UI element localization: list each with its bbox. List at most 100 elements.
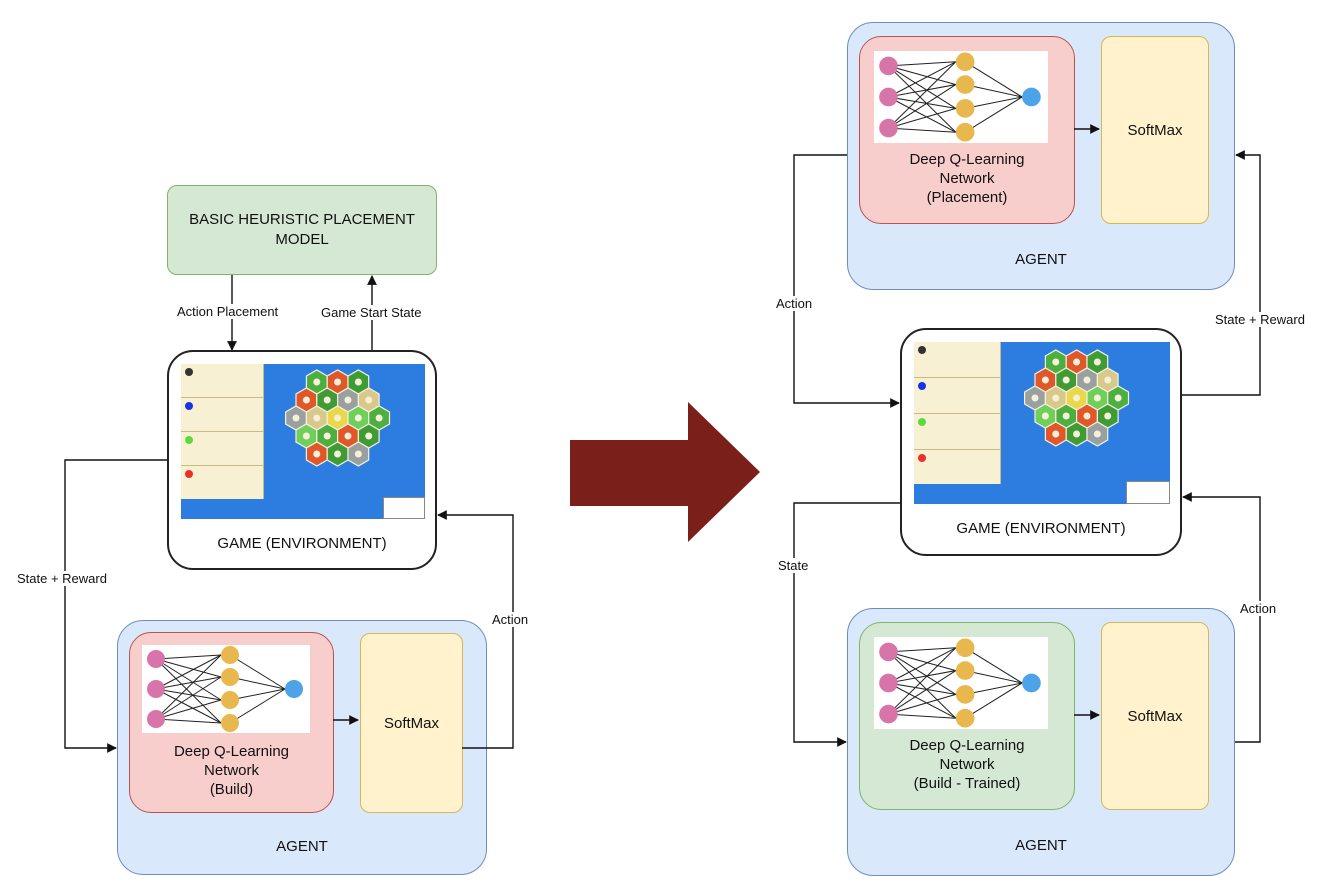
label-action-placement: Action Placement (175, 304, 281, 319)
number-token (344, 432, 352, 440)
right-game-screenshot (914, 342, 1170, 504)
dqn-line-3: (Build - Trained) (913, 775, 1021, 792)
number-token (1093, 358, 1101, 366)
number-token (334, 450, 342, 458)
hidden-node (955, 708, 975, 728)
hidden-node (221, 691, 239, 709)
output-node (1022, 673, 1041, 693)
number-token (302, 432, 310, 440)
softmax-label: SoftMax (1127, 707, 1183, 725)
number-token (1114, 394, 1122, 402)
output-node (285, 680, 303, 698)
dqn-line-3: (Build) (209, 781, 254, 798)
number-token (1052, 358, 1060, 366)
label-left-action: Action (490, 612, 531, 627)
number-token (1031, 394, 1039, 402)
number-token (354, 450, 362, 458)
left-game-screenshot (181, 364, 425, 519)
dice-icon (383, 497, 425, 519)
player-panel (181, 364, 264, 499)
right-bottom-agent-label: AGENT (1015, 837, 1067, 854)
number-token (1073, 394, 1081, 402)
hidden-node (955, 99, 975, 118)
right-top-softmax: SoftMax (1101, 36, 1209, 224)
input-node (879, 87, 898, 107)
label-game-start-state: Game Start State (319, 305, 424, 320)
player-panel (914, 342, 1001, 484)
number-token (292, 414, 300, 422)
heuristic-placement-model: BASIC HEURISTIC PLACEMENT MODEL (167, 185, 437, 275)
label-bottom-state: State (776, 558, 811, 573)
label-top-action: Action (774, 296, 815, 311)
label-left-state-reward: State + Reward (15, 571, 109, 586)
number-token (334, 414, 342, 422)
heuristic-label: BASIC HEURISTIC PLACEMENT MODEL (189, 211, 415, 248)
big-right-arrow-icon (570, 402, 760, 542)
right-bottom-dqn-label: Deep Q-Learning Network (Build - Trained… (860, 736, 1074, 793)
neural-network-icon (874, 637, 1048, 729)
hidden-node (955, 685, 975, 704)
number-token (1052, 394, 1060, 402)
hidden-node (955, 122, 975, 142)
hidden-node (221, 714, 239, 732)
dqn-line-2: Network (939, 756, 995, 773)
softmax-label: SoftMax (1127, 121, 1183, 139)
hidden-node (955, 638, 975, 658)
label-bottom-action: Action (1238, 601, 1279, 616)
left-game-label: GAME (ENVIRONMENT) (217, 535, 387, 552)
input-node (147, 650, 165, 668)
number-token (1073, 358, 1081, 366)
input-node (879, 642, 898, 662)
left-softmax: SoftMax (360, 633, 463, 813)
number-token (334, 378, 342, 386)
left-dqn-build: Deep Q-Learning Network (Build) (129, 632, 334, 813)
number-token (365, 432, 373, 440)
number-token (1041, 376, 1049, 384)
right-top-agent: Deep Q-Learning Network (Placement) Soft… (847, 22, 1235, 290)
left-game-environment: GAME (ENVIRONMENT) (167, 350, 437, 570)
number-token (323, 432, 331, 440)
left-dqn-label: Deep Q-Learning Network (Build) (130, 742, 333, 799)
number-token (1083, 412, 1091, 420)
number-token (1104, 412, 1112, 420)
number-token (1052, 430, 1060, 438)
dqn-line-1: Deep Q-Learning (909, 151, 1025, 168)
number-token (1104, 376, 1112, 384)
number-token (313, 378, 321, 386)
right-bottom-softmax: SoftMax (1101, 622, 1209, 810)
number-token (1062, 412, 1070, 420)
left-agent-label: AGENT (276, 838, 328, 855)
number-token (365, 396, 373, 404)
right-dqn-build-trained: Deep Q-Learning Network (Build - Trained… (859, 622, 1075, 810)
label-top-state-reward: State + Reward (1213, 312, 1307, 327)
right-game-environment: GAME (ENVIRONMENT) (900, 328, 1182, 556)
number-token (354, 414, 362, 422)
output-node (1022, 87, 1041, 107)
input-node (147, 680, 165, 698)
number-token (1041, 412, 1049, 420)
hidden-node (955, 661, 975, 680)
catan-board-icon (1024, 349, 1130, 447)
softmax-label: SoftMax (383, 714, 440, 732)
input-node (147, 710, 165, 728)
number-token (1093, 430, 1101, 438)
number-token (1093, 394, 1101, 402)
hidden-node (955, 75, 975, 94)
input-node (879, 56, 898, 76)
neural-network-icon (142, 645, 310, 733)
number-token (302, 396, 310, 404)
right-dqn-placement: Deep Q-Learning Network (Placement) (859, 36, 1075, 224)
hidden-node (955, 52, 975, 72)
right-top-agent-label: AGENT (1015, 251, 1067, 268)
number-token (354, 378, 362, 386)
input-node (879, 673, 898, 693)
left-agent: Deep Q-Learning Network (Build) SoftMax … (117, 620, 487, 875)
hidden-node (221, 646, 239, 664)
right-game-label: GAME (ENVIRONMENT) (956, 520, 1126, 537)
number-token (1083, 376, 1091, 384)
hidden-node (221, 668, 239, 686)
neural-network-icon (874, 51, 1048, 143)
number-token (344, 396, 352, 404)
dqn-line-1: Deep Q-Learning (173, 743, 290, 760)
dqn-line-2: Network (939, 170, 995, 187)
